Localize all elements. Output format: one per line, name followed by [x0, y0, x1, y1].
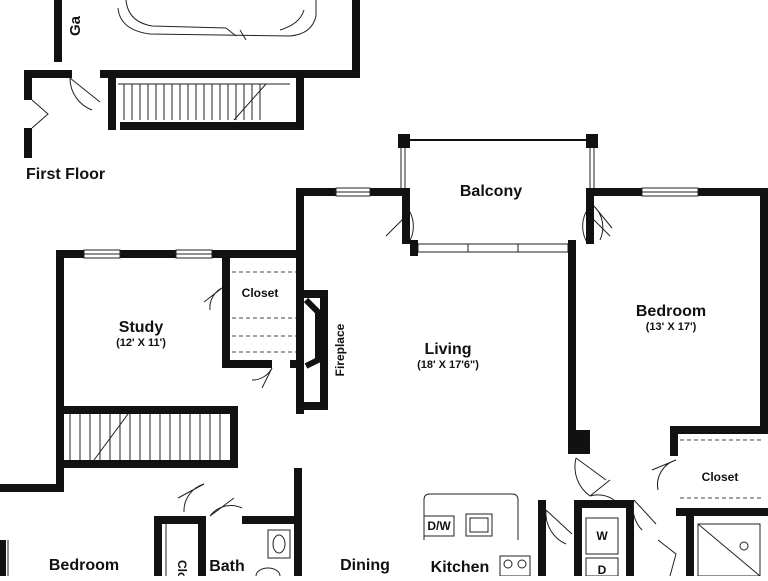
washer-label: W [596, 529, 608, 543]
garage-label: Ga [67, 15, 84, 36]
entry-stairs: First Floor [24, 70, 304, 183]
study: Study (12' X 11') Closet [56, 249, 304, 490]
living-dimensions: (18' X 17'6") [417, 359, 479, 371]
stairs-top [118, 83, 290, 121]
bedroom-left-label: Bedroom [49, 557, 119, 574]
lower-left-rooms: Bedroom Clo Bath [0, 468, 302, 581]
washer-icon: W [585, 517, 619, 555]
garage: Ga [54, 0, 360, 78]
study-label: Study [119, 319, 164, 336]
living-label: Living [424, 341, 471, 358]
car-icon [117, 0, 317, 41]
stairs-lower [56, 406, 238, 468]
bedroom-right-dimensions: (13' X 17') [646, 321, 697, 333]
closet-right-label: Closet [702, 470, 739, 484]
closet-small-label: Clo [175, 560, 189, 576]
first-floor-label: First Floor [26, 166, 105, 183]
dryer-icon: D [585, 557, 619, 577]
dryer-label: D [598, 563, 607, 576]
fireplace-label: Fireplace [333, 323, 347, 376]
kitchen-label: Kitchen [431, 559, 490, 576]
toilet-icon [255, 567, 281, 581]
balcony-label: Balcony [460, 183, 522, 200]
dining-kitchen: Dining Kitchen D/W W D [340, 479, 677, 577]
sink-icon [267, 529, 291, 559]
bedroom-right-label: Bedroom [636, 303, 706, 320]
bedroom-right: Bedroom (13' X 17') Closet [568, 187, 768, 577]
closet-study-label: Closet [242, 286, 279, 300]
living-walls: Fireplace Living (18' X 17'6") [296, 187, 479, 414]
stove-icon [499, 555, 531, 577]
dining-label: Dining [340, 557, 390, 574]
study-dimensions: (12' X 11') [116, 337, 166, 349]
balcony: Balcony [385, 134, 611, 256]
dishwasher-label: D/W [427, 519, 451, 533]
kitchen-sink-icon [465, 513, 493, 537]
bath-label: Bath [209, 558, 245, 575]
